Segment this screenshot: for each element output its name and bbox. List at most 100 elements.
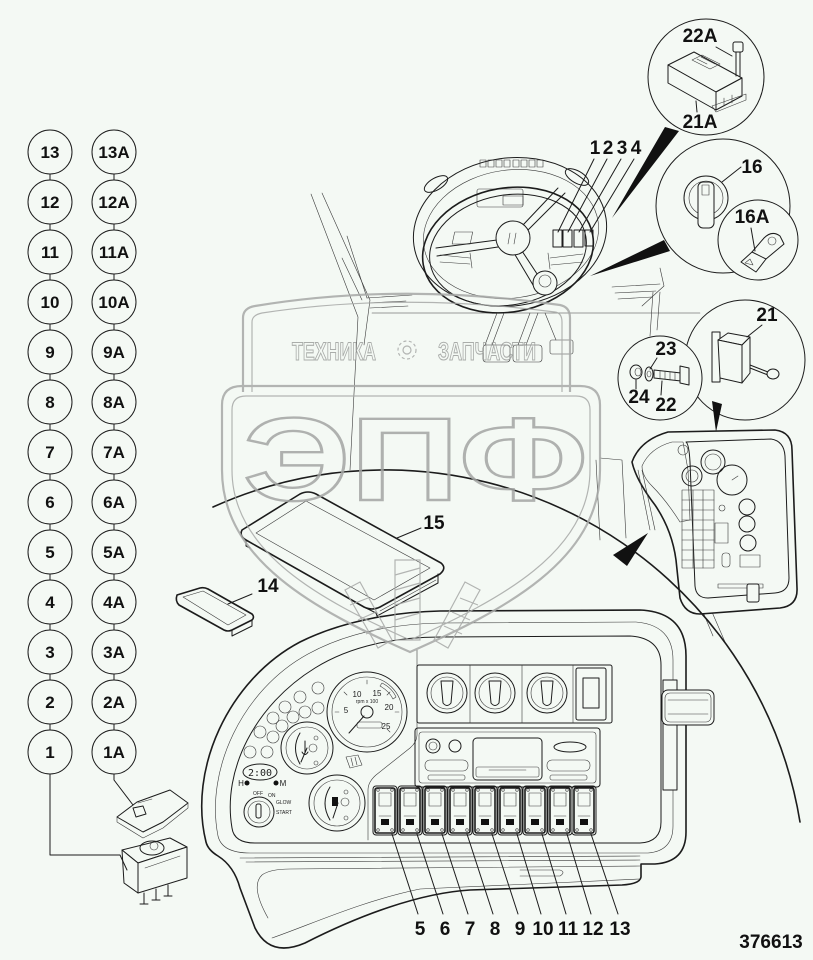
switch-lens-1A: [116, 789, 189, 839]
callout-bubble: 3: [27, 629, 73, 681]
rocker-switch-body[interactable]: [499, 787, 521, 834]
detail-pointer-21: [712, 401, 722, 432]
rocker-switch[interactable]: [497, 785, 523, 836]
clock-display: 2:00: [248, 768, 272, 779]
air-distribution-knob[interactable]: [526, 672, 568, 714]
callout-1: 1: [590, 138, 601, 159]
callout-bubble: 12A: [91, 179, 137, 231]
jcb-badge-icon: [345, 754, 363, 769]
rocker-switch[interactable]: [472, 785, 498, 836]
callout-21: 21: [756, 305, 778, 326]
rocker-switch-lens: [428, 792, 442, 807]
clock-minute-button[interactable]: [273, 780, 279, 786]
rocker-switch-body[interactable]: [549, 787, 571, 834]
fuel-gauge: [308, 774, 366, 832]
tach-unit: rpm x 100: [356, 699, 378, 705]
steering-spoke-right: [522, 187, 566, 231]
tach-label-10: 10: [353, 690, 362, 699]
rocker-switch-clip: [451, 828, 455, 832]
radio-tune-knob[interactable]: [448, 739, 462, 753]
detail-21: 21: [684, 299, 806, 421]
rocker-switch-clip: [401, 788, 405, 792]
relay-21: [711, 331, 780, 384]
rocker-switch-clip: [465, 828, 469, 832]
jcb-logo-icon: [451, 231, 517, 245]
rocker-switch[interactable]: [547, 785, 573, 836]
rocker-switch-clip: [490, 828, 494, 832]
column-switch-3[interactable]: [573, 229, 584, 248]
rocker-switch[interactable]: [397, 785, 423, 836]
callout-bubble: 11: [27, 229, 73, 281]
rocker-switch-clip: [526, 788, 530, 792]
callout-bubble: 9A: [91, 329, 137, 381]
column-lever[interactable]: [661, 679, 715, 791]
watermark-word-right: ЗАПЧАСТИ: [438, 338, 536, 366]
callout-bubble: 4A: [91, 579, 137, 631]
rocker-switch-lens: [553, 792, 567, 807]
rocker-switch-body[interactable]: [524, 787, 546, 834]
column-switch-2[interactable]: [562, 229, 573, 248]
rocker-switch-symbol-icon: [556, 819, 564, 825]
console-lever[interactable]: [746, 583, 760, 603]
callout-3: 3: [617, 138, 628, 159]
rocker-switch[interactable]: [571, 785, 597, 836]
column-switch-4[interactable]: [584, 229, 594, 247]
radio-preset-left[interactable]: [424, 759, 469, 772]
callout-label: 5A: [103, 543, 125, 562]
thermometer-icon: [301, 740, 309, 755]
console-knob-2[interactable]: [738, 515, 756, 533]
column-switch-1[interactable]: [552, 229, 563, 248]
radio-panel: [414, 727, 601, 788]
callout-23: 23: [655, 339, 676, 360]
pod-indicator-row: [479, 159, 544, 168]
rocker-switch[interactable]: [447, 785, 473, 836]
callout-label: 8A: [103, 393, 125, 412]
callout-label: 4A: [103, 593, 125, 612]
clock-minute-label: M: [280, 779, 287, 788]
ac-switch[interactable]: [582, 677, 600, 709]
callout-bubble: 13: [27, 129, 73, 181]
tach-label-25: 25: [382, 722, 391, 731]
console-display: [714, 522, 729, 544]
callout-rocker-switch: 9: [515, 919, 526, 940]
rocker-switch-body[interactable]: [374, 787, 396, 834]
rocker-switch-clip: [540, 828, 544, 832]
rocker-switch-body[interactable]: [449, 787, 471, 834]
callout-bubble: 2A: [91, 679, 137, 731]
callout-label: 10: [41, 293, 60, 312]
radio-preset-right[interactable]: [546, 759, 591, 772]
callout-label: 13: [41, 143, 60, 162]
rocker-switch-lens: [577, 792, 591, 807]
radio-volume-knob[interactable]: [425, 738, 441, 754]
clock-hour-button[interactable]: [244, 780, 250, 786]
tach-label-20: 20: [385, 703, 394, 712]
rocker-switch[interactable]: [422, 785, 448, 836]
watermark-logo: ЭПФ: [243, 394, 588, 526]
callout-circle: [91, 729, 137, 775]
digital-clock: 2:00 H M: [238, 763, 287, 788]
radio-display: [553, 741, 587, 753]
control-module-21A: [667, 51, 747, 113]
rocker-switch-symbol-icon: [381, 819, 389, 825]
rocker-switch-clip: [415, 788, 419, 792]
rocker-switch-body[interactable]: [474, 787, 496, 834]
rocker-switch-clip: [426, 828, 430, 832]
callout-21A: 21A: [683, 112, 718, 133]
rocker-switch[interactable]: [522, 785, 548, 836]
rocker-switch-clip: [526, 828, 530, 832]
ignition-switch[interactable]: OFF ON GLOW START: [243, 791, 292, 828]
console-knob-1[interactable]: [738, 498, 756, 516]
callout-label: 3: [45, 643, 54, 662]
column-switch-leaders: [557, 158, 635, 233]
rocker-switch[interactable]: [372, 785, 398, 836]
console-knob-3[interactable]: [739, 534, 757, 552]
fan-speed-knob[interactable]: [426, 672, 468, 714]
temperature-knob[interactable]: [474, 672, 516, 714]
rocker-switch-body[interactable]: [399, 787, 421, 834]
detail-16A: 16A: [717, 199, 799, 281]
rocker-switch-body[interactable]: [424, 787, 446, 834]
callout-22A: 22A: [683, 26, 718, 47]
callout-bubble: 10A: [91, 279, 137, 331]
callout-bubble: 1: [27, 729, 73, 775]
rocker-switch-body[interactable]: [573, 787, 595, 834]
